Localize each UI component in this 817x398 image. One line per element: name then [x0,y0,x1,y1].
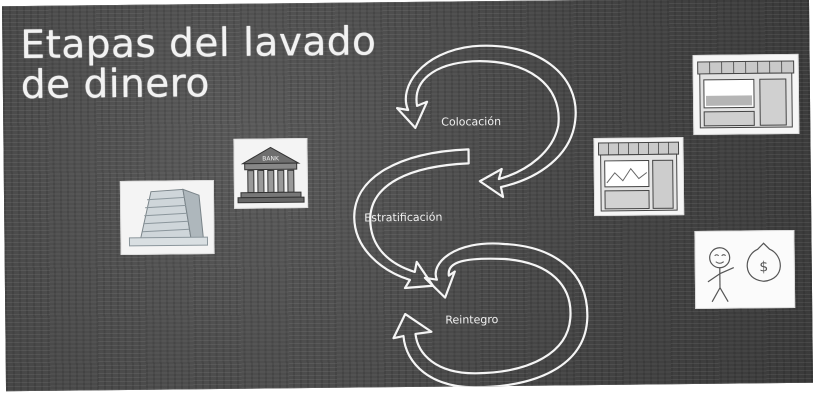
money-laundering-cycle-diagram: Colocación Estratificación Reintegro [353,44,589,389]
arrow-colocacion [395,44,577,199]
stage-label-reintegro: Reintegro [445,313,498,327]
bank-image: BANK [233,138,309,209]
storefront-icon [594,138,684,216]
arrow-reintegro [392,242,589,389]
office-building-image [119,180,215,256]
stage-label-estratificacion: Estratificación [364,211,442,225]
bank-icon: BANK [234,139,308,208]
stage-label-colocacion: Colocación [441,115,501,129]
money-bag-person-icon: $ [695,230,795,308]
slide: Etapas del lavado de dinero Colocación E… [2,0,813,392]
svg-text:$: $ [759,259,768,275]
shop-image [692,53,800,136]
bank-sign: BANK [262,155,280,162]
office-building-icon [120,181,214,254]
money-bag-image: $ [694,229,796,309]
storefront-image [593,137,685,217]
shop-icon [693,54,799,134]
